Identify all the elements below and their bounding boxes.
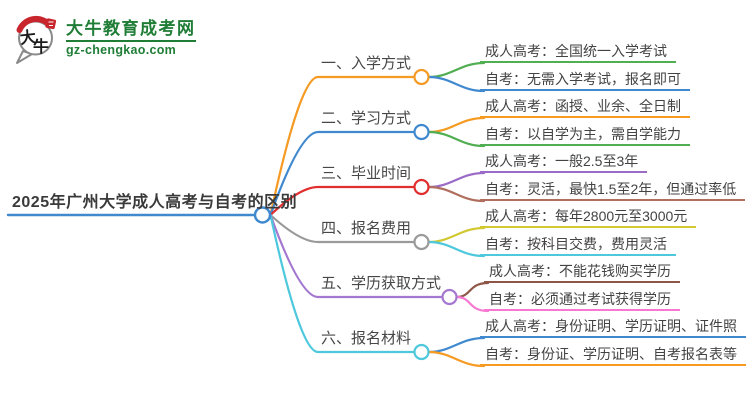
branch-6-curve [269,213,416,354]
site-logo: 大 牛 大牛教育成考网 gz-chengkao.com [13,10,196,66]
branch-3-curve [269,185,416,217]
branch-6-item-2-curve [427,350,486,368]
red-seal [45,18,57,30]
branch-6-item-1-curve [427,336,486,354]
item-fee-zikao: 自考：按科目交费，费用灵活 [480,235,676,256]
item-degree-chengkao: 成人高考：不能花钱购买学历 [484,262,680,283]
branch-2-curve [269,130,416,217]
branch-3-item-2-curve [427,185,486,203]
branch-4-curve [269,213,416,244]
branch-1-node [413,68,430,86]
branch-1-curve [269,75,416,217]
branch-4-item-1-curve [427,226,486,244]
branch-6-node [413,343,430,361]
item-graduation-zikao: 自考：灵活，最快1.5至2年，但通过率低 [480,180,746,201]
branch-label-registration-fee: 四、报名费用 [321,220,412,237]
branch-5-node [441,288,458,306]
central-topic-node [253,206,272,224]
item-study-zikao: 自考：以自学为主，需自学能力 [480,125,690,146]
branch-5-item-2-curve [455,295,490,313]
branch-label-graduation-time: 三、毕业时间 [321,165,412,182]
branch-label-enrollment-method: 一、入学方式 [321,55,412,72]
central-topic: 2025年广州大学成人高考与自考的区别 [12,194,298,211]
branch-1-item-2-curve [427,75,486,93]
badge-char-da: 大 [19,27,37,48]
branch-2-node [413,123,430,141]
site-name: 大牛教育成考网 [66,19,196,38]
item-graduation-chengkao: 成人高考：一般2.5至3年 [480,152,648,173]
item-enrollment-chengkao: 成人高考：全国统一入学考试 [480,42,676,63]
item-study-chengkao: 成人高考：函授、业余、全日制 [480,97,690,118]
logo-divider [66,40,196,42]
item-enrollment-zikao: 自考：无需入学考试，报名即可 [480,70,690,91]
item-materials-zikao: 自考：身份证、学历证明、自考报名表等 [480,345,746,366]
branch-label-study-method: 二、学习方式 [321,110,412,127]
branch-label-registration-materials: 六、报名材料 [321,330,412,347]
item-materials-chengkao: 成人高考：身份证明、学历证明、证件照 [480,317,746,338]
branch-label-degree-acquisition: 五、学历获取方式 [321,275,442,292]
branch-4-node [413,233,430,251]
branch-2-item-2-curve [427,130,486,148]
branch-3-item-1-curve [427,171,486,189]
branch-4-item-2-curve [427,240,486,258]
item-degree-zikao: 自考：必须通过考试获得学历 [484,290,680,311]
site-url: gz-chengkao.com [66,43,177,57]
branch-1-item-1-curve [427,61,486,79]
badge-char-niu: 牛 [33,37,49,56]
branch-2-item-1-curve [427,116,486,134]
seal-marks [48,21,54,26]
cow-speech-bubble-icon: 大 牛 [16,15,57,64]
branch-5-curve [269,213,444,299]
branch-3-node [413,178,430,196]
logo-text-block: 大牛教育成考网 gz-chengkao.com [66,19,196,57]
item-fee-chengkao: 成人高考：每年2800元至3000元 [480,207,697,228]
